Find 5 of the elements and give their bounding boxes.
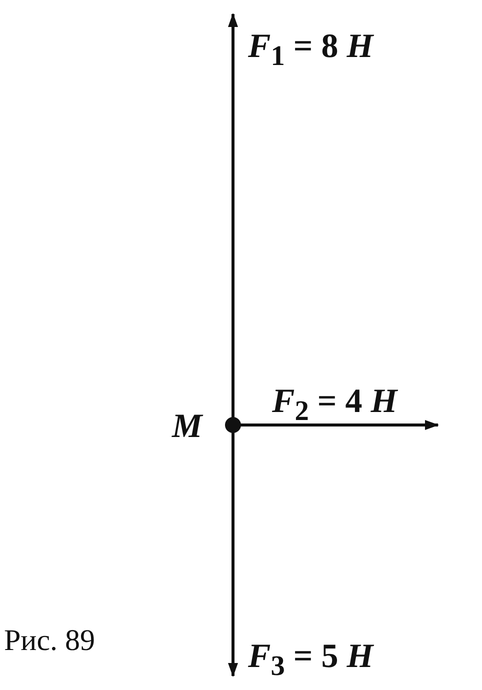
figure-caption: Рис. 89 <box>4 626 96 656</box>
force-label: F$_{1}$ = 8 H <box>248 30 374 72</box>
force-label: F$_{2}$ = 4 H <box>272 385 398 426</box>
force-label: F$_{3}$ = 5 H <box>248 640 374 682</box>
point-label: M <box>172 410 202 444</box>
